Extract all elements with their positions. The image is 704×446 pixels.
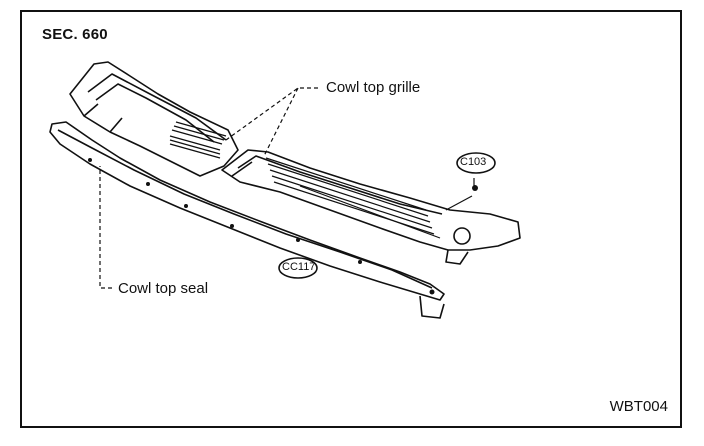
grille-left-panel [69, 61, 239, 177]
figure-frame [20, 10, 682, 428]
grille-right-louvres [265, 157, 441, 239]
label-cowl-top-grille: Cowl top grille [326, 79, 421, 96]
section-title: SEC. 660 [42, 26, 108, 43]
label-cc117: CC117 [282, 261, 316, 273]
leader-seal [99, 166, 112, 289]
cowl-top-seal [49, 121, 445, 301]
clip-c103-marker [472, 185, 478, 191]
label-cowl-top-seal: Cowl top seal [118, 280, 209, 297]
label-c103: C103 [460, 156, 487, 168]
grille-right-panel [221, 149, 521, 251]
c103-oval [456, 152, 496, 174]
wiper-pivot [453, 227, 471, 245]
figure-code: WBT004 [609, 398, 668, 415]
leader-grille [225, 87, 318, 157]
grille-left-louvres [169, 121, 227, 159]
cc117-oval [278, 257, 318, 279]
